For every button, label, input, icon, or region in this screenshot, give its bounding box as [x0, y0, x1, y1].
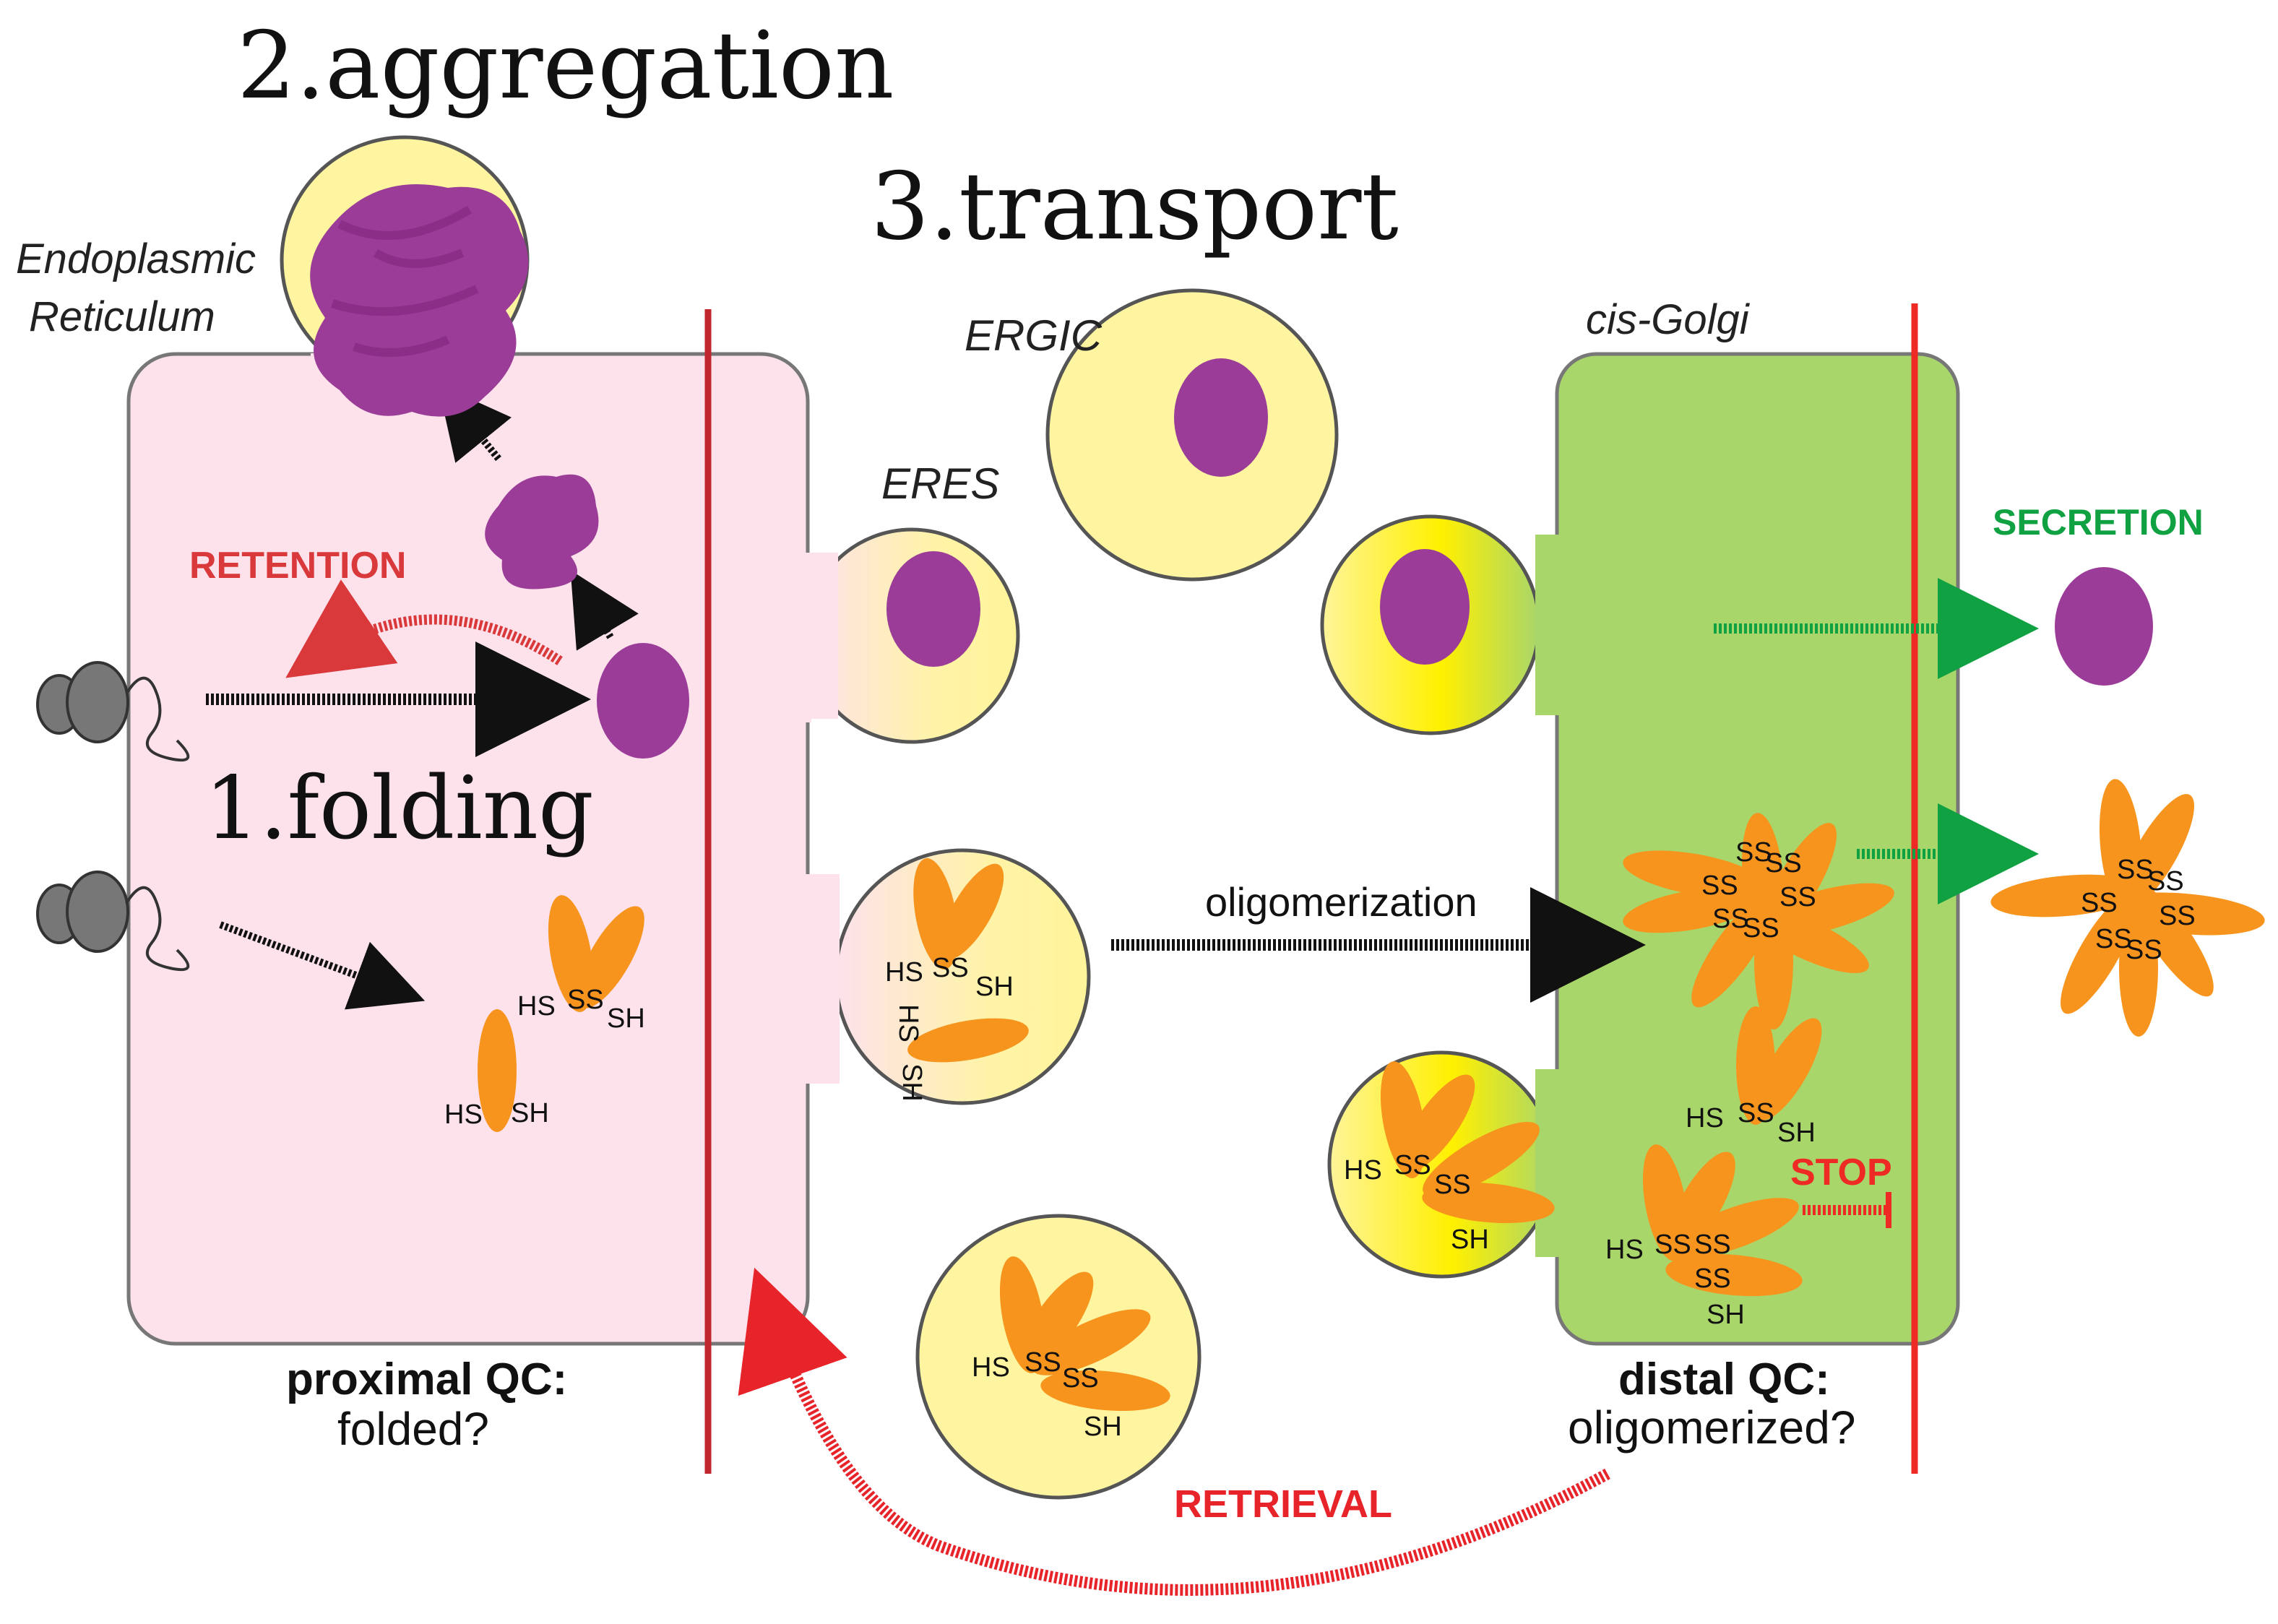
ribosome-top [36, 661, 190, 762]
label-retention: RETENTION [189, 545, 406, 587]
label-stop: STOP [1790, 1152, 1892, 1193]
svg-text:SS: SS [1735, 837, 1772, 868]
svg-text:HS: HS [444, 1100, 483, 1130]
label-ergic: ERGIC [965, 311, 1103, 360]
svg-text:SS: SS [1394, 1150, 1431, 1180]
svg-text:SS: SS [2147, 866, 2184, 897]
title-transport: 3.transport [871, 153, 1399, 261]
svg-text:SS: SS [1694, 1264, 1731, 1294]
svg-text:SH: SH [1451, 1225, 1489, 1255]
oligomer-golgi: SS SS SS SS SS SS [1623, 813, 1894, 1029]
svg-text:SS: SS [567, 985, 604, 1015]
orange-dimer-eres: HS SS SH HS SH [885, 858, 1029, 1102]
svg-text:HS: HS [1686, 1103, 1724, 1133]
label-er-line1: Endoplasmic [16, 236, 256, 282]
svg-text:SS: SS [1765, 848, 1802, 878]
retrieval-arrow [738, 1267, 1610, 1596]
eres-vesicle-bottom [795, 848, 1091, 1105]
svg-text:SS: SS [1779, 882, 1816, 912]
svg-text:SS: SS [932, 953, 969, 983]
golgi-vesicle-top [1320, 514, 1541, 735]
misfolded-protein-small [485, 474, 599, 589]
label-cis-golgi: cis-Golgi [1586, 296, 1751, 343]
svg-text:SS: SS [2117, 855, 2154, 885]
ergic-vesicle [1045, 288, 1339, 582]
label-secretion: SECRETION [1993, 502, 2204, 543]
svg-text:HS: HS [517, 991, 556, 1022]
svg-text:SH: SH [897, 1063, 927, 1102]
svg-text:SS: SS [1694, 1230, 1731, 1260]
label-oligomerization: oligomerization [1205, 879, 1477, 925]
title-aggregation: 2.aggregation [237, 12, 894, 120]
label-er-line2: Reticulum [29, 293, 215, 340]
orange-trimer-retrieval: HS SS SS SH [972, 1256, 1170, 1442]
svg-text:HS: HS [893, 1004, 923, 1042]
aggregated-protein [310, 184, 529, 417]
aggregation-arrow-lower [570, 570, 639, 651]
label-eres: ERES [881, 459, 999, 508]
orange-dimer-er: HS SS SH [517, 895, 645, 1034]
svg-text:SS: SS [1712, 904, 1749, 934]
svg-text:SS: SS [1701, 871, 1738, 901]
orange-dimer-golgi: HS SS SH [1686, 1006, 1822, 1148]
title-folding: 1.folding [204, 759, 594, 859]
folded-protein-purple [1174, 358, 1268, 477]
svg-text:HS: HS [1605, 1235, 1644, 1265]
svg-text:SS: SS [2095, 924, 2132, 954]
secreted-oligomer: SS SS SS SS SS SS [1990, 779, 2265, 1037]
folded-protein-purple [1380, 549, 1470, 665]
orange-monomer-er: HS SH [444, 1009, 549, 1132]
folded-protein-purple [886, 551, 980, 667]
svg-text:SH: SH [607, 1003, 645, 1034]
svg-text:SS: SS [1024, 1347, 1061, 1378]
label-oligomerized: oligomerized? [1568, 1401, 1855, 1454]
label-distal-qc: distal QC: [1618, 1355, 1830, 1404]
svg-text:SH: SH [1707, 1300, 1745, 1330]
svg-text:SH: SH [1777, 1118, 1816, 1148]
secreted-protein-purple [2055, 567, 2153, 686]
retention-arrow [285, 579, 563, 678]
svg-text:HS: HS [885, 957, 923, 988]
svg-text:SS: SS [1062, 1363, 1099, 1394]
svg-text:SS: SS [2159, 901, 2196, 931]
svg-text:SS: SS [2126, 935, 2162, 965]
label-folded: folded? [337, 1403, 489, 1455]
folding-arrow-cysteine [219, 921, 426, 1010]
svg-text:SS: SS [1654, 1230, 1691, 1260]
svg-text:SS: SS [1743, 913, 1779, 943]
svg-text:HS: HS [972, 1352, 1010, 1383]
orange-trimer-golgi: HS SS SS SS SH [1605, 1144, 1803, 1330]
ribosome-bottom [36, 871, 190, 972]
svg-text:SH: SH [975, 972, 1014, 1002]
svg-text:SS: SS [2081, 888, 2118, 918]
orange-trimer-golgi-vesicle: HS SS SS SH [1344, 1061, 1555, 1255]
svg-text:SS: SS [1738, 1098, 1774, 1128]
svg-text:SH: SH [1084, 1412, 1122, 1442]
label-proximal-qc: proximal QC: [286, 1355, 567, 1404]
folded-protein-purple [597, 643, 689, 759]
svg-text:HS: HS [1344, 1155, 1382, 1185]
svg-text:SS: SS [1434, 1170, 1471, 1200]
label-retrieval: RETRIEVAL [1174, 1482, 1392, 1526]
svg-text:SH: SH [511, 1098, 549, 1128]
eres-vesicle-top [795, 527, 1020, 744]
